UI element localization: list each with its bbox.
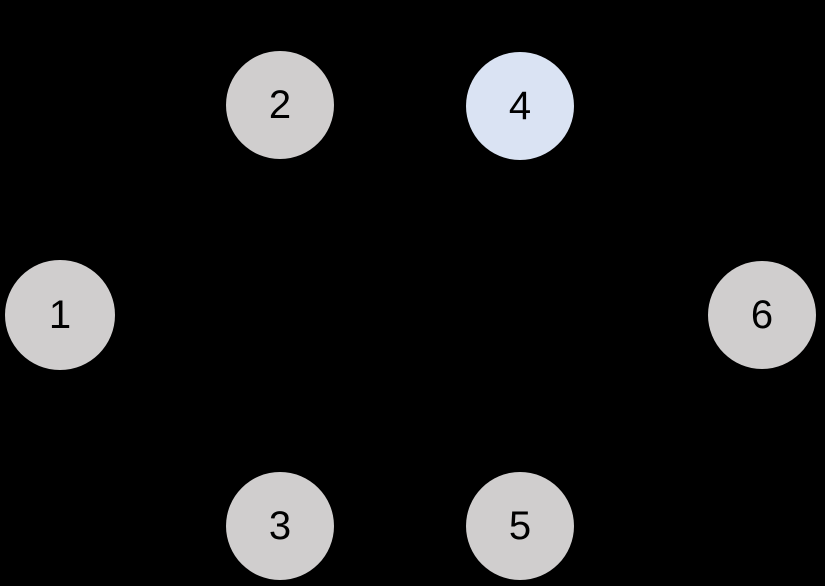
graph-node-5[interactable]: 5: [466, 472, 574, 580]
graph-node-3[interactable]: 3: [226, 472, 334, 580]
graph-node-6[interactable]: 6: [708, 261, 816, 369]
graph-node-1[interactable]: 1: [5, 260, 115, 370]
graph-node-4[interactable]: 4: [466, 52, 574, 160]
graph-node-label: 3: [268, 504, 292, 548]
graph-node-label: 2: [268, 83, 292, 127]
graph-node-label: 5: [508, 504, 532, 548]
graph-node-label: 6: [750, 293, 774, 337]
graph-node-2[interactable]: 2: [226, 51, 334, 159]
graph-node-label: 1: [48, 293, 72, 337]
graph-node-label: 4: [508, 84, 532, 128]
